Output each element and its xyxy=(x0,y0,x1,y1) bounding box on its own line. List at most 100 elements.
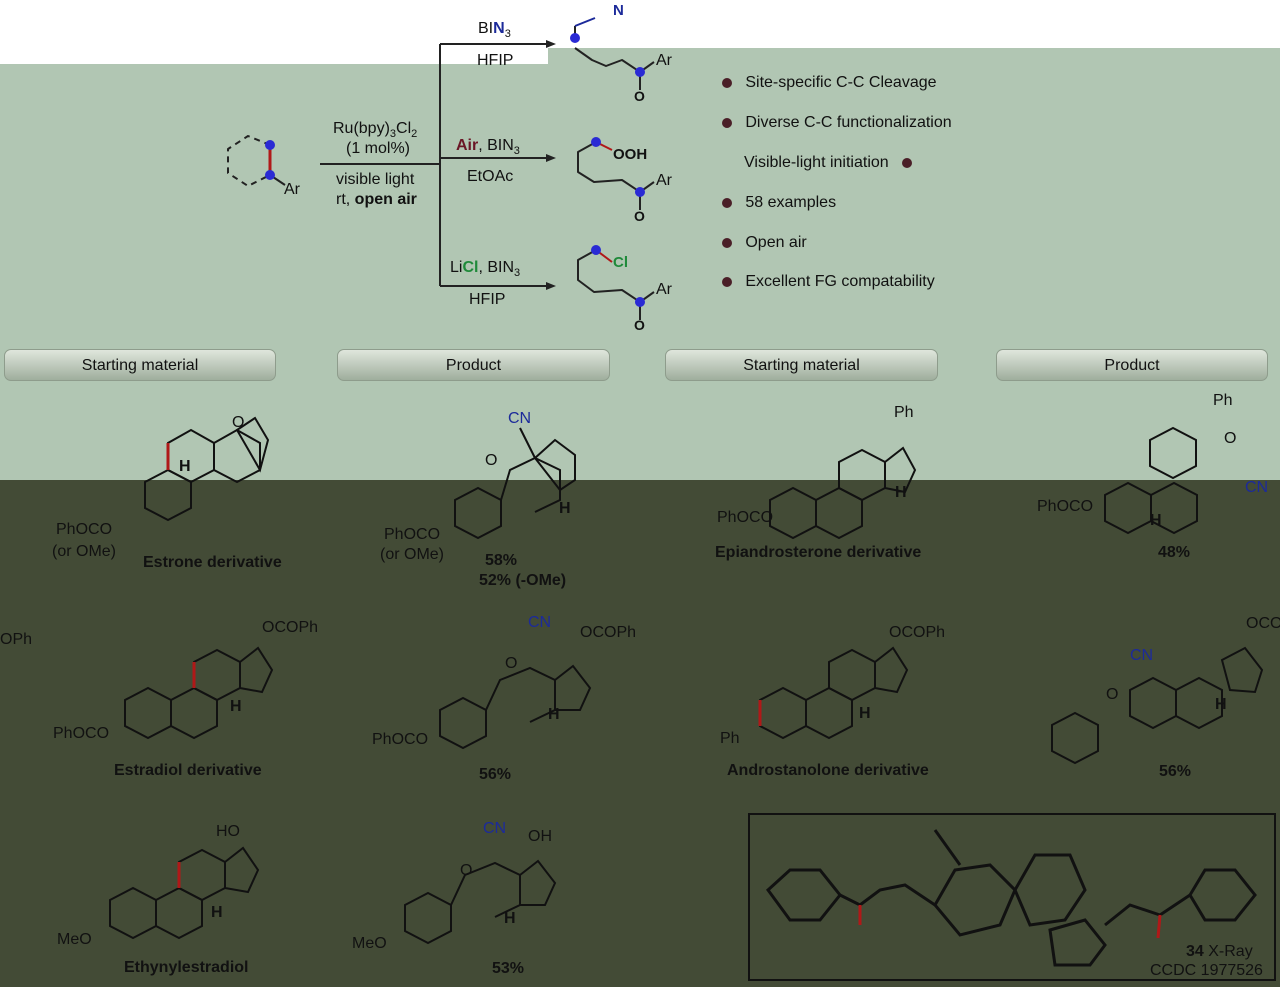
ethynylestradiol-skeleton xyxy=(109,846,260,940)
estrone-h: H xyxy=(179,458,191,475)
epiandrosterone-skeleton xyxy=(769,446,917,540)
branch-2-hydroperoxide: OOH xyxy=(613,146,648,163)
estrone-name: Estrone derivative xyxy=(143,554,282,571)
epiandrosterone-name: Epiandrosterone derivative xyxy=(715,544,922,561)
ethynylestradiol-product-group: MeO xyxy=(352,935,387,952)
estradiol-ester: OCOPh xyxy=(262,619,319,636)
feature-item: Diverse C-C functionalization xyxy=(722,114,952,132)
estradiol-product-ketone: O xyxy=(505,655,518,672)
estrone-product-cn: CN xyxy=(508,410,532,427)
epiandrosterone-product-ph: Ph xyxy=(1213,392,1233,409)
androstanolone-product-cn: CN xyxy=(1130,647,1154,664)
estrone-product-group: PhOCO xyxy=(384,526,441,543)
branch-3-ar: Ar xyxy=(656,281,672,298)
feature-item: 58 examples xyxy=(722,194,836,212)
ethynylestradiol-group: MeO xyxy=(57,931,92,948)
estradiol-skeleton xyxy=(124,646,274,740)
feature-item: Visible-light initiation xyxy=(744,154,913,172)
substrate-ar: Ar xyxy=(284,181,300,198)
estrone-product-alt: (or OMe) xyxy=(380,546,444,563)
epiandrosterone-h: H xyxy=(895,484,907,501)
estradiol-group: PhOCO xyxy=(53,725,110,742)
condition-air: rt, open air xyxy=(336,191,417,208)
estrone-product-yield-alt: 52% (-OMe) xyxy=(479,572,567,589)
bullet-dot-icon xyxy=(722,197,732,208)
estrone-ketone: O xyxy=(232,414,245,431)
ethynylestradiol-name: Ethynylestradiol xyxy=(124,959,249,976)
branch-3-reagent: LiCl, BIN3 xyxy=(450,259,521,280)
androstanolone-ph: Ph xyxy=(720,730,740,747)
ethynylestradiol-product-cn: CN xyxy=(483,820,507,837)
header-starting-material-2: Starting material xyxy=(665,349,938,381)
branch-3-oxygen: O xyxy=(634,317,645,333)
scheme-panel-extension xyxy=(548,48,1280,64)
arrowheads xyxy=(546,40,556,290)
estradiol-product-h: H xyxy=(548,706,560,723)
ethynylestradiol-oh: HO xyxy=(216,823,240,840)
branch-2-oxygen: O xyxy=(634,208,645,224)
androstanolone-name: Androstanolone derivative xyxy=(727,762,929,779)
estrone-product-ketone: O xyxy=(485,452,498,469)
epiandrosterone-product-group: PhOCO xyxy=(1037,498,1094,515)
xray-box xyxy=(748,813,1276,981)
estrone-product-skeleton xyxy=(454,427,576,540)
feature-item: Excellent FG compatability xyxy=(722,273,935,291)
xray-ccdc: CCDC 1977526 xyxy=(1150,962,1263,979)
androstanolone-product-yield: 56% xyxy=(1159,763,1192,780)
catalyst-label: Ru(bpy)3Cl2 xyxy=(333,120,418,141)
epiandrosterone-product-h: H xyxy=(1150,512,1162,529)
examples-panel xyxy=(0,480,1280,987)
branch-1-solvent: HFIP xyxy=(477,52,514,69)
header-product-2: Product xyxy=(996,349,1268,381)
androstanolone-h: H xyxy=(859,705,871,722)
estradiol-product-cn: CN xyxy=(528,614,552,631)
bullet-dot-icon xyxy=(722,77,732,88)
branch-3-chloride: Cl xyxy=(613,254,628,271)
estradiol-product-ester: OCOPh xyxy=(580,624,637,641)
header-product-1: Product xyxy=(337,349,610,381)
epiandrosterone-product-yield: 48% xyxy=(1158,544,1191,561)
ethynylestradiol-product-oh: OH xyxy=(528,828,552,845)
xray-structure xyxy=(765,829,1257,967)
chain-nitrile xyxy=(574,47,641,90)
ethynylestradiol-product-ketone: O xyxy=(460,862,473,879)
estradiol-h: H xyxy=(230,698,242,715)
ethynylestradiol-product-skeleton xyxy=(404,859,557,945)
bullet-dot-icon xyxy=(722,276,732,287)
ethynylestradiol-h: H xyxy=(211,904,223,921)
condition-light: visible light xyxy=(336,171,415,188)
branch-2-solvent: EtOAc xyxy=(467,168,514,185)
epiandrosterone-ph: Ph xyxy=(894,404,914,421)
ethynylestradiol-product-h: H xyxy=(504,910,516,927)
epiandrosterone-product-o: O xyxy=(1224,430,1237,447)
scheme-drawing xyxy=(227,17,655,320)
reactive-nodes xyxy=(265,33,645,307)
androstanolone-product-ester: OCO xyxy=(1246,615,1280,632)
bullet-dot-icon xyxy=(902,157,913,168)
estrone-group: PhOCO xyxy=(56,521,113,538)
branch-1-reagent: BIN3 xyxy=(478,20,511,41)
ethynylestradiol-product-yield: 53% xyxy=(492,960,525,977)
estradiol-edge-label: OPh xyxy=(0,631,33,648)
branch-1-nitrile: N xyxy=(613,2,624,19)
branch-1-oxygen: O xyxy=(634,88,645,104)
substrate-ring xyxy=(227,135,271,187)
branch-1-ar: Ar xyxy=(656,52,672,69)
xray-label: 34 X-Ray xyxy=(1186,943,1253,960)
bullet-dot-icon xyxy=(722,117,732,128)
feature-item: Site-specific C-C Cleavage xyxy=(722,74,937,92)
androstanolone-product-h: H xyxy=(1215,696,1227,713)
estrone-product-yield: 58% xyxy=(485,552,518,569)
header-starting-material-1: Starting material xyxy=(4,349,276,381)
estrone-product-h: H xyxy=(559,500,571,517)
estradiol-product-group: PhOCO xyxy=(372,731,429,748)
catalyst-loading: (1 mol%) xyxy=(346,140,411,157)
branch-2-ar: Ar xyxy=(656,172,672,189)
androstanolone-product-skeleton xyxy=(1051,646,1264,765)
epiandrosterone-group: PhOCO xyxy=(717,509,774,526)
estrone-skeleton xyxy=(144,416,270,522)
estradiol-product-skeleton xyxy=(439,664,592,750)
scheme-panel xyxy=(0,64,1280,480)
epiandrosterone-product-skeleton xyxy=(1104,426,1198,535)
